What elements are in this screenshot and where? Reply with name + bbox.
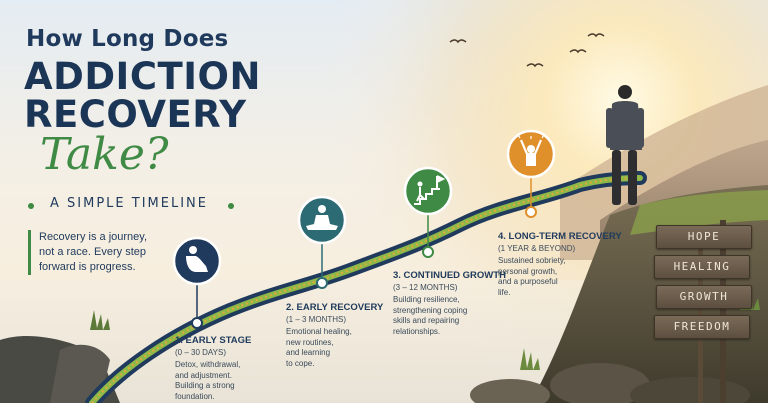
description-line: relationships. bbox=[393, 326, 441, 336]
description-line: Sustained sobriety, bbox=[498, 256, 566, 265]
description-line: and adjustment. bbox=[175, 370, 232, 380]
stage-2-duration: (1 – 3 MONTHS) bbox=[286, 315, 347, 324]
cliff-grass bbox=[630, 190, 768, 235]
stage-3-title: 3. CONTINUED GROWTH bbox=[393, 270, 506, 281]
description-line: and learning bbox=[286, 348, 331, 357]
stage-2-title: 2. EARLY RECOVERY bbox=[286, 302, 384, 313]
subtitle-dot-left bbox=[28, 203, 34, 209]
stage-1-description: Detox, withdrawal, and adjustment. Build… bbox=[175, 360, 251, 402]
meditation-icon bbox=[306, 205, 338, 230]
description-line: life. bbox=[498, 287, 511, 297]
walking-man-figure bbox=[606, 85, 644, 205]
headline-line-4: Take? bbox=[40, 129, 169, 180]
person-hugging-knees-icon bbox=[186, 246, 208, 272]
description-line: Detox, withdrawal, bbox=[175, 360, 241, 369]
sign-hope: HOPE bbox=[656, 225, 752, 249]
subtitle-dot-right bbox=[228, 203, 234, 209]
stage-3-duration: (3 – 12 MONTHS) bbox=[393, 283, 458, 292]
quote-line: not a race. Every step bbox=[39, 246, 146, 258]
sign-label: HEALING bbox=[673, 260, 731, 273]
quote-line: forward is progress. bbox=[39, 261, 136, 273]
description-line: foundation. bbox=[175, 391, 215, 401]
bird-icon bbox=[587, 33, 605, 38]
sign-growth: GROWTH bbox=[656, 285, 752, 309]
sign-label: FREEDOM bbox=[673, 320, 731, 333]
celebrating-person-icon bbox=[517, 134, 545, 166]
description-line: and a purposeful bbox=[498, 277, 558, 286]
sign-label: GROWTH bbox=[679, 290, 729, 303]
stage-4-description: Sustained sobriety, personal growth, and… bbox=[498, 256, 622, 298]
subtitle: A SIMPLE TIMELINE bbox=[50, 196, 208, 211]
quote-block: Recovery is a journey, not a race. Every… bbox=[28, 230, 189, 275]
description-line: Emotional healing, bbox=[286, 327, 352, 336]
stage-2-marker bbox=[297, 195, 347, 289]
stage-4-marker bbox=[506, 129, 556, 218]
stage-2-text: 2. EARLY RECOVERY (1 – 3 MONTHS) Emotion… bbox=[286, 302, 383, 369]
stage-4-duration: (1 YEAR & BEYOND) bbox=[498, 244, 576, 253]
signpost-pole bbox=[720, 220, 726, 403]
stage-1-title: 1. EARLY STAGE bbox=[175, 335, 252, 346]
stage-4-text: 4. LONG-TERM RECOVERY (1 YEAR & BEYOND) … bbox=[498, 231, 622, 298]
stage-4-title: 4. LONG-TERM RECOVERY bbox=[498, 231, 622, 242]
grass bbox=[520, 348, 540, 370]
headline-line-3: RECOVERY bbox=[24, 93, 247, 136]
description-line: strengthening coping bbox=[393, 305, 468, 315]
bird-icon bbox=[569, 49, 587, 54]
stage-1-duration: (0 – 30 DAYS) bbox=[175, 348, 226, 357]
headline-line-1: How Long Does bbox=[26, 26, 229, 52]
sign-freedom: FREEDOM bbox=[654, 315, 750, 339]
stage-2-description: Emotional healing, new routines, and lea… bbox=[286, 327, 383, 369]
description-line: new routines, bbox=[286, 337, 334, 347]
climbing-stairs-flag-icon bbox=[414, 175, 446, 205]
quote-line: Recovery is a journey, bbox=[39, 231, 148, 243]
stage-1-text: 1. EARLY STAGE (0 – 30 DAYS) Detox, with… bbox=[175, 335, 251, 402]
subtitle-row: A SIMPLE TIMELINE bbox=[20, 196, 240, 218]
bird-icon bbox=[449, 39, 467, 44]
description-line: Building resilience, bbox=[393, 295, 460, 304]
stage-3-marker bbox=[403, 166, 453, 258]
description-line: skills and repairing bbox=[393, 316, 460, 325]
description-line: Building a strong bbox=[175, 381, 235, 390]
rock bbox=[630, 377, 750, 403]
timeline-path-dashes bbox=[91, 177, 641, 403]
left-rocks bbox=[50, 344, 110, 403]
rock bbox=[550, 363, 650, 403]
grass bbox=[90, 310, 110, 330]
bird-icon bbox=[526, 63, 544, 68]
description-line: personal growth, bbox=[498, 266, 558, 276]
stage-3-text: 3. CONTINUED GROWTH (3 – 12 MONTHS) Buil… bbox=[393, 270, 506, 337]
stage-1-marker bbox=[172, 236, 222, 329]
description-line: to cope. bbox=[286, 358, 315, 368]
headline-line-2: ADDICTION bbox=[24, 55, 261, 98]
sign-healing: HEALING bbox=[654, 255, 750, 279]
sign-label: HOPE bbox=[687, 230, 721, 243]
rock bbox=[470, 379, 550, 403]
stage-3-description: Building resilience, strengthening copin… bbox=[393, 295, 506, 337]
